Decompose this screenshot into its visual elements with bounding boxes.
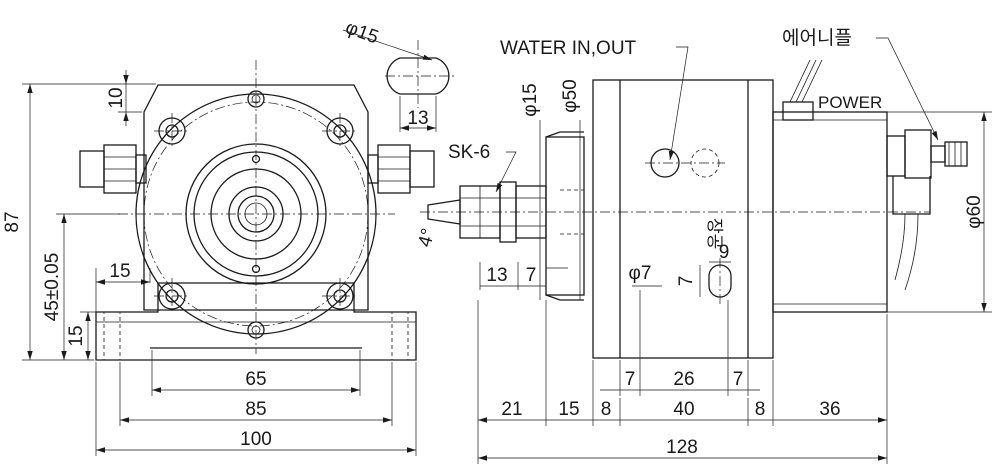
side-view: WATER IN,OUT 에어니플 POWER SK-6 장공 φ15 φ50 …: [415, 27, 992, 464]
shaft-diameter: φ15: [343, 17, 382, 48]
length-1: 15: [558, 399, 579, 420]
label-power: POWER: [818, 93, 882, 112]
label-nipple: 에어니플: [782, 27, 852, 49]
dim-slot-width: 9: [719, 242, 730, 263]
label-water: WATER IN,OUT: [500, 38, 637, 59]
length-5: 36: [819, 399, 840, 420]
dim-base-mid: 85: [245, 399, 266, 420]
dim-flange-dia: φ50: [560, 79, 581, 112]
dim-hole-spacing: 65: [245, 369, 266, 390]
length-0: 21: [501, 399, 522, 420]
dim-height-total: 87: [2, 211, 23, 232]
power-box: [782, 101, 814, 121]
dim-foot-width: 15: [109, 261, 130, 282]
bolt-holes: [154, 113, 358, 314]
dim-slot-height: 7: [676, 276, 697, 287]
dim-overall-length: 128: [666, 437, 698, 458]
hole-row-0: 7: [625, 369, 636, 390]
dim-nose-len: 13: [486, 265, 507, 286]
left-fitting: [79, 144, 147, 194]
label-slot: 장공: [705, 218, 724, 249]
length-3: 40: [673, 399, 694, 420]
dim-nose-step: 7: [526, 265, 537, 286]
dim-base-total: 100: [240, 429, 272, 450]
dim-tilt: 4°: [415, 226, 440, 249]
dim-center-height: 45±0.05: [42, 253, 63, 322]
chuck-assembly: [427, 131, 585, 301]
shaft-detail: φ15 13: [343, 17, 455, 132]
hole-row-2: 7: [733, 369, 744, 390]
front-view: 87 10 45±0.05 15 15 65 85 100: [2, 60, 435, 456]
dim-top-step: 10: [106, 87, 127, 108]
dim-hole-dia: φ7: [629, 263, 652, 284]
dim-base-thickness: 15: [66, 325, 87, 346]
right-fitting: [367, 144, 435, 194]
shaft-flat: 13: [407, 108, 428, 129]
front-housing-outline: [143, 84, 369, 311]
front-base: [95, 282, 417, 361]
hole-row-1: 26: [673, 369, 694, 390]
length-4: 8: [755, 399, 766, 420]
dim-shaft-dia: φ15: [520, 83, 541, 116]
air-nipple: [886, 129, 968, 291]
dim-housing-dia: φ60: [964, 195, 985, 228]
length-2: 8: [601, 399, 612, 420]
label-chuck: SK-6: [448, 142, 490, 163]
